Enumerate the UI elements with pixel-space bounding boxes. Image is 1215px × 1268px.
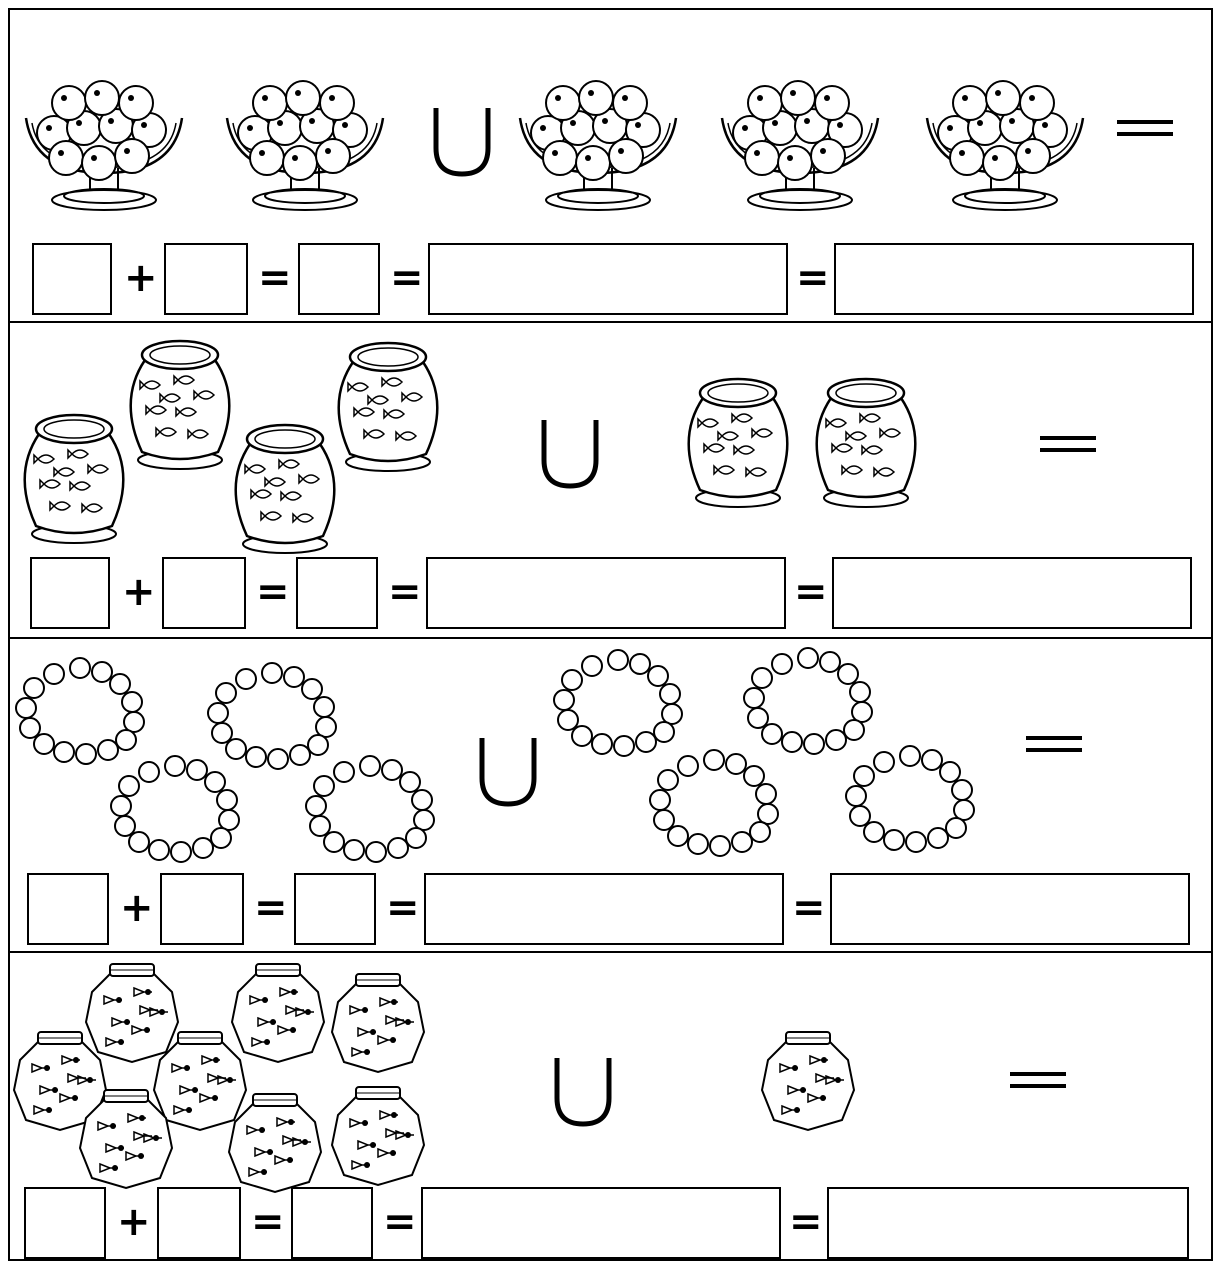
answer-box-result[interactable] xyxy=(832,557,1192,629)
equals-sign: = xyxy=(388,572,418,612)
plus-sign: + xyxy=(120,888,150,928)
answer-box-set-union[interactable] xyxy=(424,873,784,945)
candy-jar-picture xyxy=(762,1032,854,1130)
equals-sign: = xyxy=(789,1202,819,1242)
fish-bowl-picture xyxy=(689,379,788,507)
necklace-picture xyxy=(208,663,336,769)
equals-sign: = xyxy=(256,572,286,612)
union-symbol-icon xyxy=(436,108,488,174)
answer-box-result[interactable] xyxy=(834,243,1194,315)
answer-box-first-addend[interactable] xyxy=(30,557,110,629)
equals-sign: = xyxy=(796,258,826,298)
necklace-picture xyxy=(16,658,144,764)
candy-jar-picture xyxy=(86,964,178,1062)
equals-sign: = xyxy=(251,1202,281,1242)
fruit-bowl-picture xyxy=(927,81,1083,210)
fish-bowl-picture xyxy=(131,341,230,469)
equals-sign: = xyxy=(258,258,288,298)
equals-sign: = xyxy=(792,888,822,928)
fruit-bowl-picture xyxy=(520,81,676,210)
answer-box-first-addend[interactable] xyxy=(27,873,109,945)
candy-jar-picture xyxy=(232,964,324,1062)
row-3-pictures xyxy=(16,648,1082,862)
fruit-bowl-picture xyxy=(227,81,383,210)
equals-sign: = xyxy=(390,258,420,298)
fish-bowl-picture xyxy=(25,415,124,543)
answer-box-second-addend[interactable] xyxy=(157,1187,241,1259)
answer-box-sum[interactable] xyxy=(291,1187,373,1259)
answer-box-result[interactable] xyxy=(827,1187,1189,1259)
candy-jar-picture xyxy=(229,1094,321,1192)
answer-box-sum[interactable] xyxy=(298,243,380,315)
answer-box-second-addend[interactable] xyxy=(160,873,244,945)
fish-bowl-picture xyxy=(339,343,438,471)
equals-symbol-icon xyxy=(1026,736,1082,752)
fruit-bowl-picture xyxy=(722,81,878,210)
union-symbol-icon xyxy=(482,738,534,804)
necklace-picture xyxy=(111,756,239,862)
plus-sign: + xyxy=(117,1202,147,1242)
row-4-pictures xyxy=(14,964,1066,1192)
answer-box-result[interactable] xyxy=(830,873,1190,945)
row-2-pictures xyxy=(25,341,1096,553)
candy-jar-picture xyxy=(332,1087,424,1185)
necklace-picture xyxy=(554,650,682,756)
necklace-picture xyxy=(650,750,778,856)
fish-bowl-picture xyxy=(817,379,916,507)
answer-box-first-addend[interactable] xyxy=(24,1187,106,1259)
answer-box-sum[interactable] xyxy=(294,873,376,945)
equals-symbol-icon xyxy=(1117,120,1173,136)
answer-box-set-union[interactable] xyxy=(428,243,788,315)
equals-symbol-icon xyxy=(1010,1072,1066,1088)
row-1-pictures xyxy=(26,81,1173,210)
candy-jar-picture xyxy=(332,974,424,1072)
answer-box-set-union[interactable] xyxy=(421,1187,781,1259)
answer-box-first-addend[interactable] xyxy=(32,243,112,315)
equals-symbol-icon xyxy=(1040,436,1096,452)
answer-box-sum[interactable] xyxy=(296,557,378,629)
fruit-bowl-picture xyxy=(26,81,182,210)
plus-sign: + xyxy=(124,258,154,298)
answer-box-second-addend[interactable] xyxy=(164,243,248,315)
equals-sign: = xyxy=(386,888,416,928)
necklace-picture xyxy=(744,648,872,754)
answer-box-set-union[interactable] xyxy=(426,557,786,629)
plus-sign: + xyxy=(122,572,152,612)
fish-bowl-picture xyxy=(236,425,335,553)
answer-box-second-addend[interactable] xyxy=(162,557,246,629)
union-symbol-icon xyxy=(544,420,596,486)
union-symbol-icon xyxy=(557,1058,609,1124)
equals-sign: = xyxy=(794,572,824,612)
equals-sign: = xyxy=(254,888,284,928)
necklace-picture xyxy=(846,746,974,852)
equals-sign: = xyxy=(383,1202,413,1242)
necklace-picture xyxy=(306,756,434,862)
